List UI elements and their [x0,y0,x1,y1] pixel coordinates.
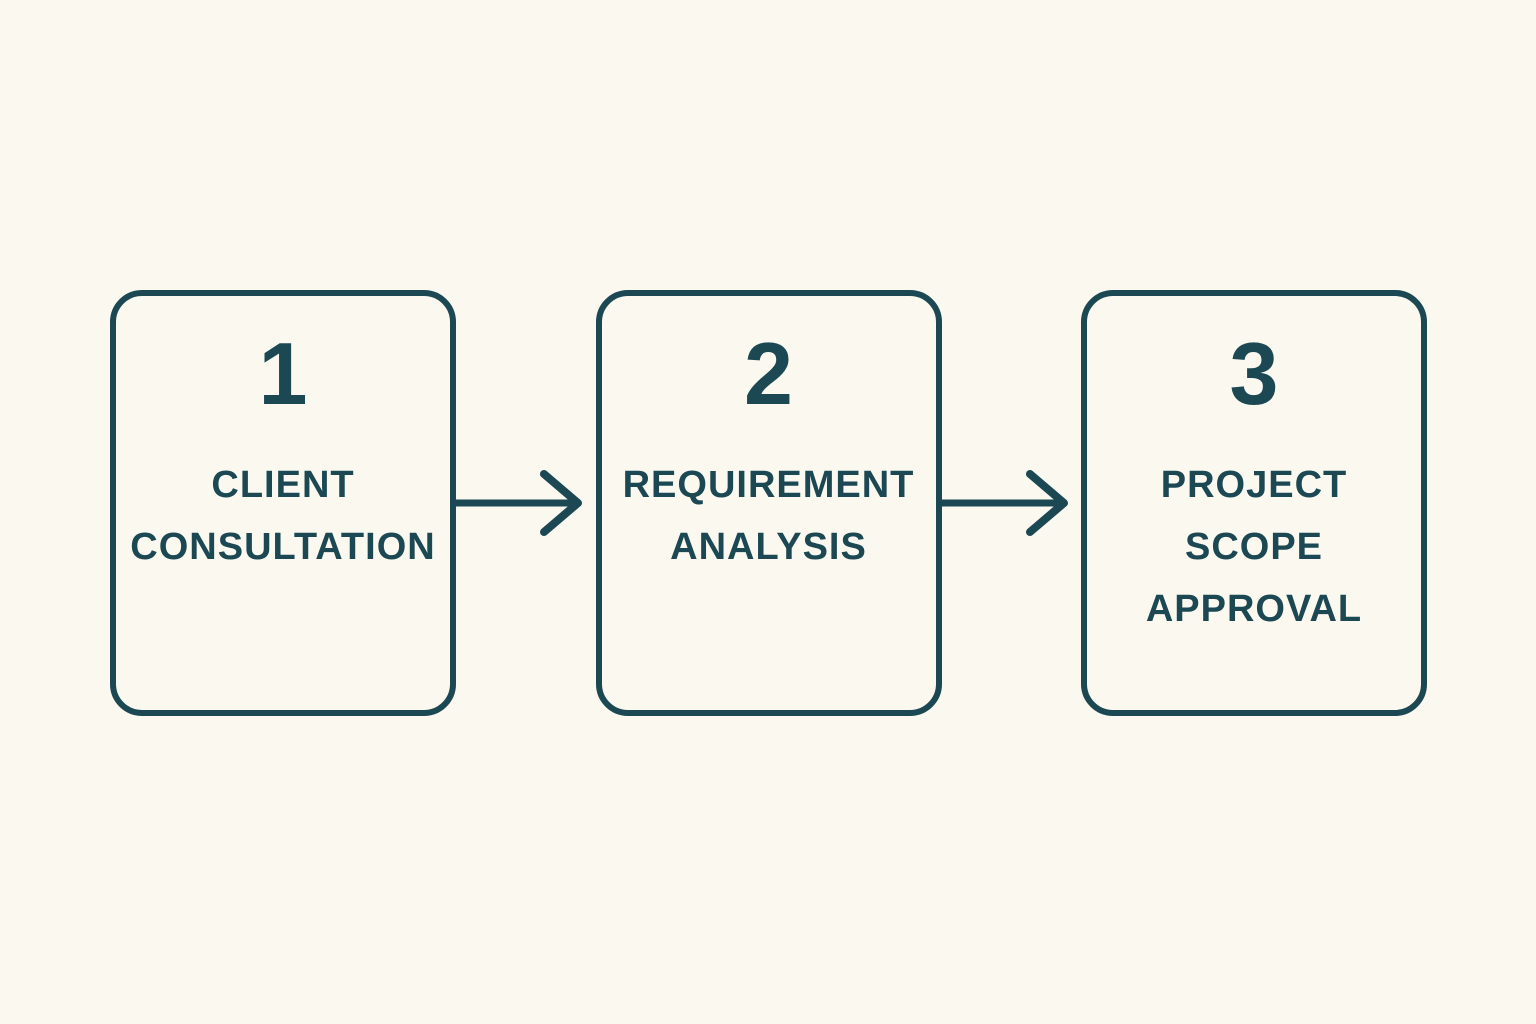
connector-1 [456,290,596,716]
step-label-client-consultation: CLIENT CONSULTATION [130,464,436,568]
process-flow: 1 CLIENT CONSULTATION 2 REQUIREMENT ANAL… [110,290,1427,716]
step-box-1: 1 CLIENT CONSULTATION [110,290,456,716]
connector-2 [941,290,1082,716]
step-label-project-scope-approval: PROJECT SCOPE APPROVAL [1145,464,1363,630]
step-box-3: 3 PROJECT SCOPE APPROVAL [1081,290,1427,716]
step-number-2: 2 [744,324,793,423]
arrow-right-icon [941,470,1068,536]
step-number-3: 3 [1229,324,1279,423]
step-number-1: 1 [258,324,308,423]
step-box-2: 2 REQUIREMENT ANALYSIS [595,290,942,716]
step-label-requirement-analysis: REQUIREMENT ANALYSIS [622,464,915,568]
arrow-right-icon [456,470,582,536]
